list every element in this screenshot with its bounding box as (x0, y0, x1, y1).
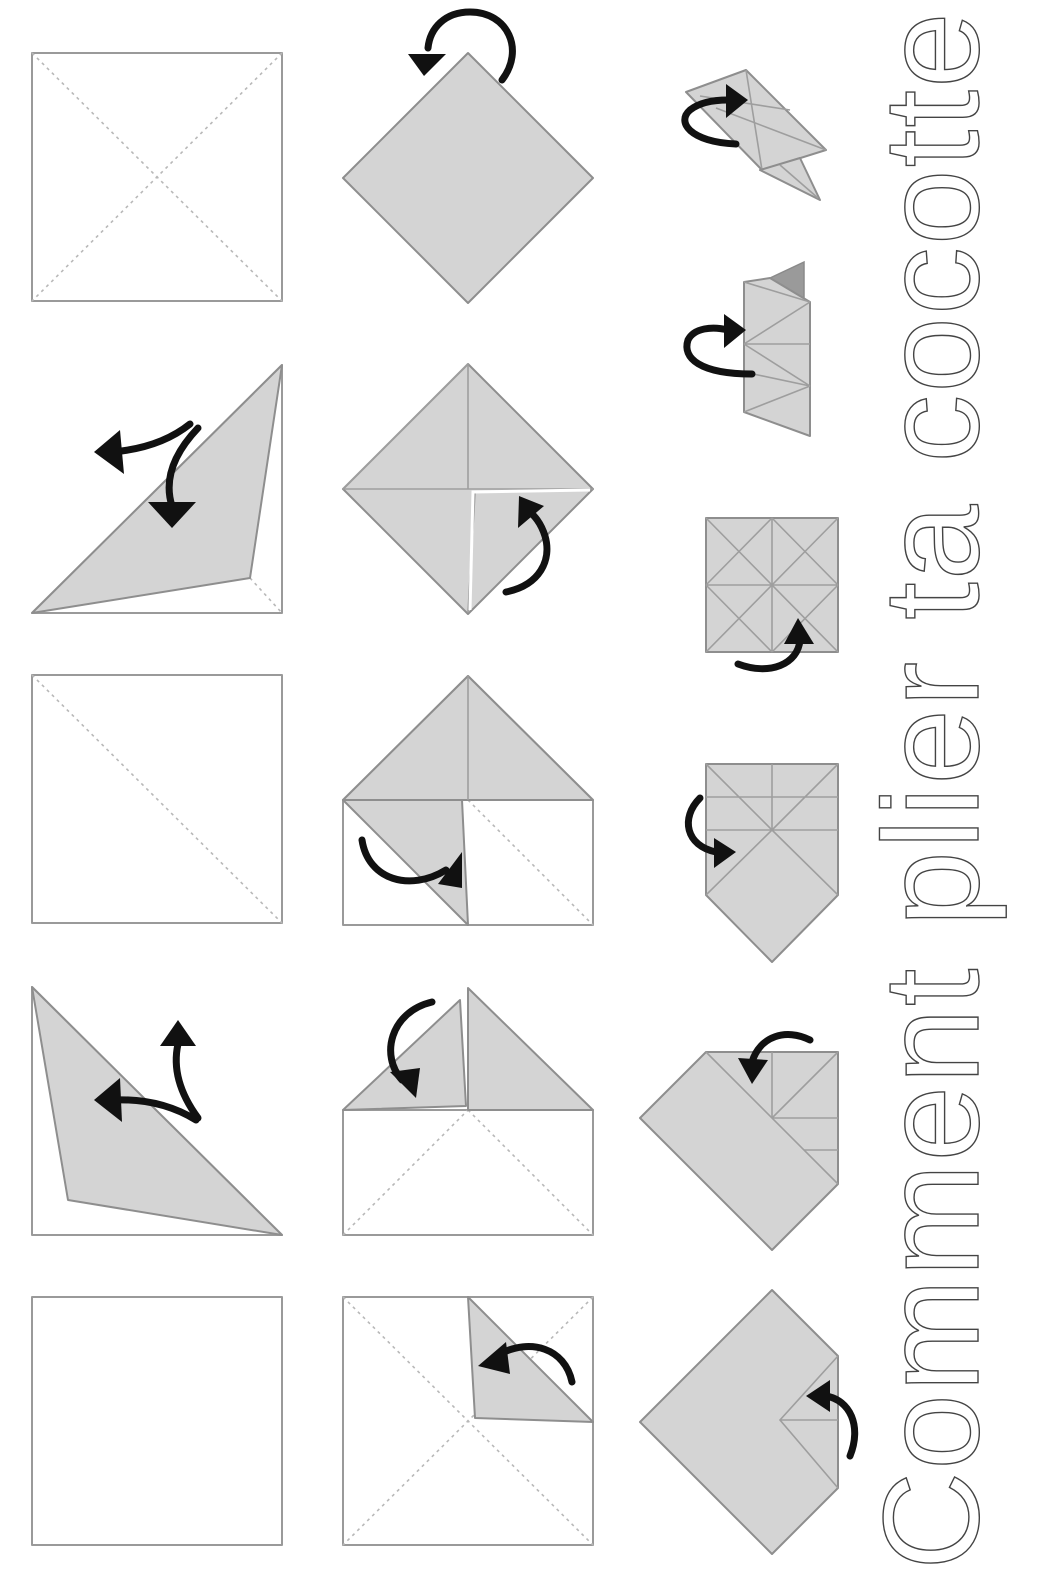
step-13-square-all-corners-folded (706, 518, 838, 669)
step-2-triangle-unfold (32, 365, 282, 613)
step-11-diamond-three-folds (640, 1035, 838, 1250)
step-10-diamond-turn-over (343, 12, 593, 303)
step-15-finished-fortune-teller (685, 70, 826, 200)
step-10b-diamond-one-fold (640, 1290, 855, 1554)
step-4-triangle-unfold (32, 987, 282, 1235)
fold-arrow (687, 314, 752, 374)
step-6-square-corner-folded (343, 1297, 593, 1545)
step-7-rectangle-one-corner-folded (343, 988, 593, 1235)
step-5-blank-square (32, 1297, 282, 1545)
title-group: Comment plier ta cocotte (855, 10, 1007, 1570)
step-14-folded-in-half (687, 262, 810, 436)
page-title: Comment plier ta cocotte (855, 10, 1007, 1570)
step-9-diamond-folded-corners (343, 364, 593, 614)
step-1-square-with-diagonal-creases (32, 53, 282, 301)
step-8-house-shape (343, 676, 593, 925)
step-12-pentagon-folds (688, 764, 838, 962)
step-3-square-one-diagonal (32, 675, 282, 923)
